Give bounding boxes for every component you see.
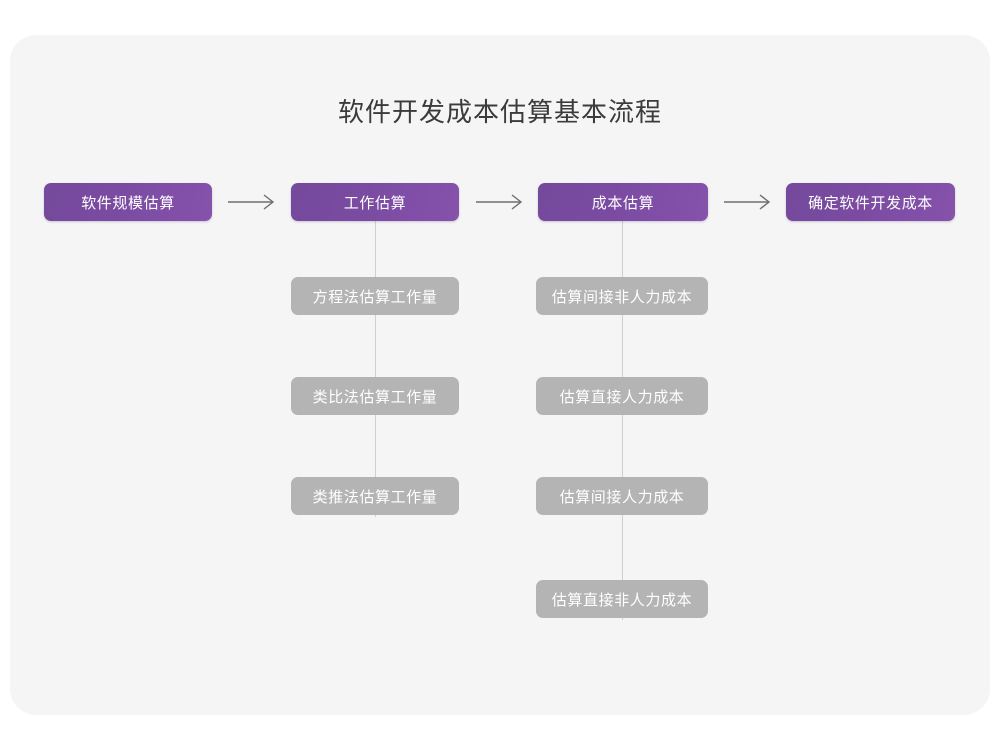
page-title: 软件开发成本估算基本流程	[337, 97, 662, 127]
node-label: 估算间接非人力成本	[551, 288, 693, 306]
node-stage-2[interactable]: 工作估算	[291, 183, 459, 221]
node-label: 工作估算	[343, 194, 407, 212]
node-label: 类推法估算工作量	[312, 488, 438, 506]
node-col2-item-2[interactable]: 类比法估算工作量	[291, 377, 459, 415]
connector-line-col2	[374, 221, 376, 517]
arrow-stage2-stage3	[476, 193, 524, 211]
node-label: 确定软件开发成本	[808, 194, 933, 212]
node-label: 软件规模估算	[81, 194, 175, 212]
arrow-stage1-stage2	[228, 193, 276, 211]
connector-line-col3	[621, 221, 623, 620]
node-col2-item-1[interactable]: 方程法估算工作量	[291, 277, 459, 315]
node-stage-1[interactable]: 软件规模估算	[44, 183, 212, 221]
node-label: 估算间接人力成本	[559, 488, 685, 506]
node-col3-item-2[interactable]: 估算直接人力成本	[536, 377, 708, 415]
node-col3-item-3[interactable]: 估算间接人力成本	[536, 477, 708, 515]
node-label: 估算直接人力成本	[559, 388, 685, 406]
node-stage-3[interactable]: 成本估算	[538, 183, 708, 221]
node-col2-item-3[interactable]: 类推法估算工作量	[291, 477, 459, 515]
arrow-stage3-stage4	[724, 193, 772, 211]
node-label: 方程法估算工作量	[312, 288, 438, 306]
node-label: 估算直接非人力成本	[551, 591, 693, 609]
node-col3-item-4[interactable]: 估算直接非人力成本	[536, 580, 708, 618]
diagram-card	[10, 35, 990, 715]
node-label: 成本估算	[591, 194, 655, 212]
node-stage-4[interactable]: 确定软件开发成本	[786, 183, 955, 221]
node-col3-item-1[interactable]: 估算间接非人力成本	[536, 277, 708, 315]
node-label: 类比法估算工作量	[312, 388, 438, 406]
